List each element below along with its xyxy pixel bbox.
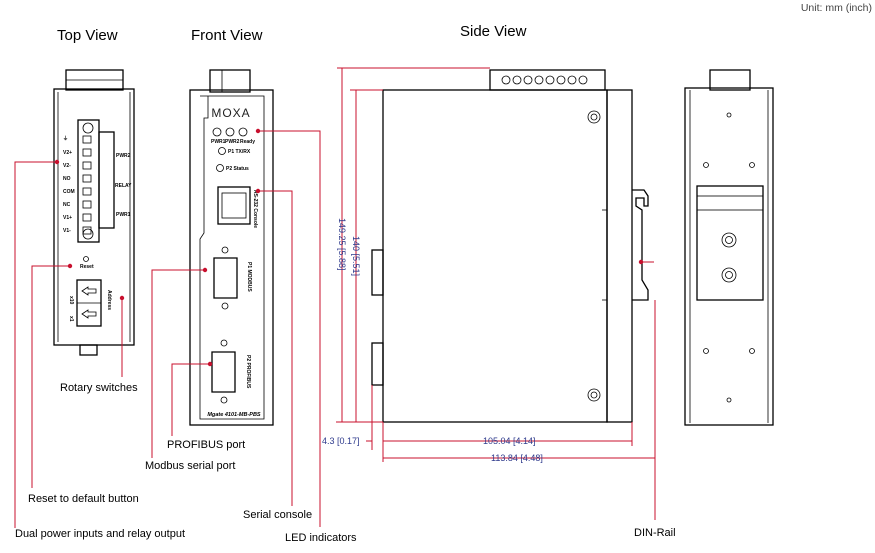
moxa-logo: MOXA <box>211 106 250 120</box>
x10-label: x10 <box>68 296 74 305</box>
model-label: Mgate 4101-MB-PBS <box>207 412 261 418</box>
callout-lines <box>14 128 656 528</box>
connector-hole <box>545 75 555 85</box>
terminal-label: V2+ <box>63 150 72 156</box>
depth-total-dim: 113.84 [4.48] <box>491 453 543 463</box>
top-view-title: Top View <box>57 27 118 44</box>
side-view-drawing <box>371 69 649 423</box>
terminal-label: V1+ <box>63 215 72 221</box>
connector-hole <box>501 75 511 85</box>
console-port[interactable] <box>217 186 251 225</box>
callout-console: Serial console <box>243 509 312 521</box>
height-body-dim: 140 [5.51] <box>351 236 361 276</box>
terminal-slot <box>82 148 92 157</box>
front-view-drawing: MOXA PWR1 PWR2 Ready P1 TX/RX P2 Status … <box>189 69 274 426</box>
side-view-title: Side View <box>460 23 527 40</box>
callout-leds: LED indicators <box>285 532 357 544</box>
led-ready: Ready <box>240 139 255 145</box>
callout-reset: Reset to default button <box>28 493 139 505</box>
callout-rotary: Rotary switches <box>60 382 138 394</box>
terminal-label: V2- <box>63 163 71 169</box>
reset-button[interactable] <box>83 256 89 262</box>
unit-label: Unit: mm (inch) <box>801 2 872 14</box>
height-total-dim: 149.25 [5.88] <box>337 218 347 271</box>
terminal-label: V1- <box>63 228 71 234</box>
connector-hole <box>534 75 544 85</box>
port1-label: P1 MODBUS <box>246 262 252 292</box>
terminal-slot <box>82 213 92 222</box>
led-pwr2: PWR2 <box>225 139 240 145</box>
depth-body-dim: 105.04 [4.14] <box>483 436 536 446</box>
reset-label: Reset <box>80 264 94 270</box>
terminal-slot <box>82 226 92 235</box>
connector-hole <box>556 75 566 85</box>
front-view-title: Front View <box>191 27 263 44</box>
callout-power: Dual power inputs and relay output <box>15 528 185 540</box>
svg-text:⏚: ⏚ <box>63 135 68 142</box>
connector-hole <box>512 75 522 85</box>
terminal-label: COM <box>63 189 75 195</box>
terminal-label: NO <box>63 176 71 182</box>
x1-label: x1 <box>68 316 74 322</box>
dimension-lines <box>336 67 656 462</box>
rear-view-drawing <box>684 69 774 426</box>
led-p2: P2 Status <box>226 166 249 172</box>
profibus-port[interactable] <box>211 351 236 393</box>
connector-hole <box>578 75 588 85</box>
terminal-slot <box>82 187 92 196</box>
modbus-port[interactable] <box>213 257 238 299</box>
relay-label: RELAY <box>115 183 132 189</box>
terminal-slot <box>82 161 92 170</box>
top-view-drawing: ⏚ V2+ V2- NO COM NC V1+ V1- PWR2 RELAY PWR1 Re… <box>53 69 135 356</box>
led-p1: P1 TX/RX <box>228 149 251 155</box>
address-label: Address <box>106 290 112 310</box>
pwr1-label: PWR1 <box>116 212 131 218</box>
callout-profibus: PROFIBUS port <box>167 439 245 451</box>
callout-modbus: Modbus serial port <box>145 460 236 472</box>
connector-hole <box>567 75 577 85</box>
connector-hole <box>523 75 533 85</box>
port2-label: P2 PROFIBUS <box>245 355 251 389</box>
terminal-slot <box>82 174 92 183</box>
terminal-slot <box>82 200 92 209</box>
offset-dim: 4.3 [0.17] <box>322 436 360 446</box>
terminal-label: NC <box>63 202 71 208</box>
din-rail-clip <box>632 189 649 301</box>
console-label: RS-232 Console <box>252 190 258 228</box>
callout-din: DIN-Rail <box>634 527 676 539</box>
pwr2-label: PWR2 <box>116 153 131 159</box>
led-pwr1: PWR1 <box>211 139 226 145</box>
terminal-slot <box>82 135 92 144</box>
